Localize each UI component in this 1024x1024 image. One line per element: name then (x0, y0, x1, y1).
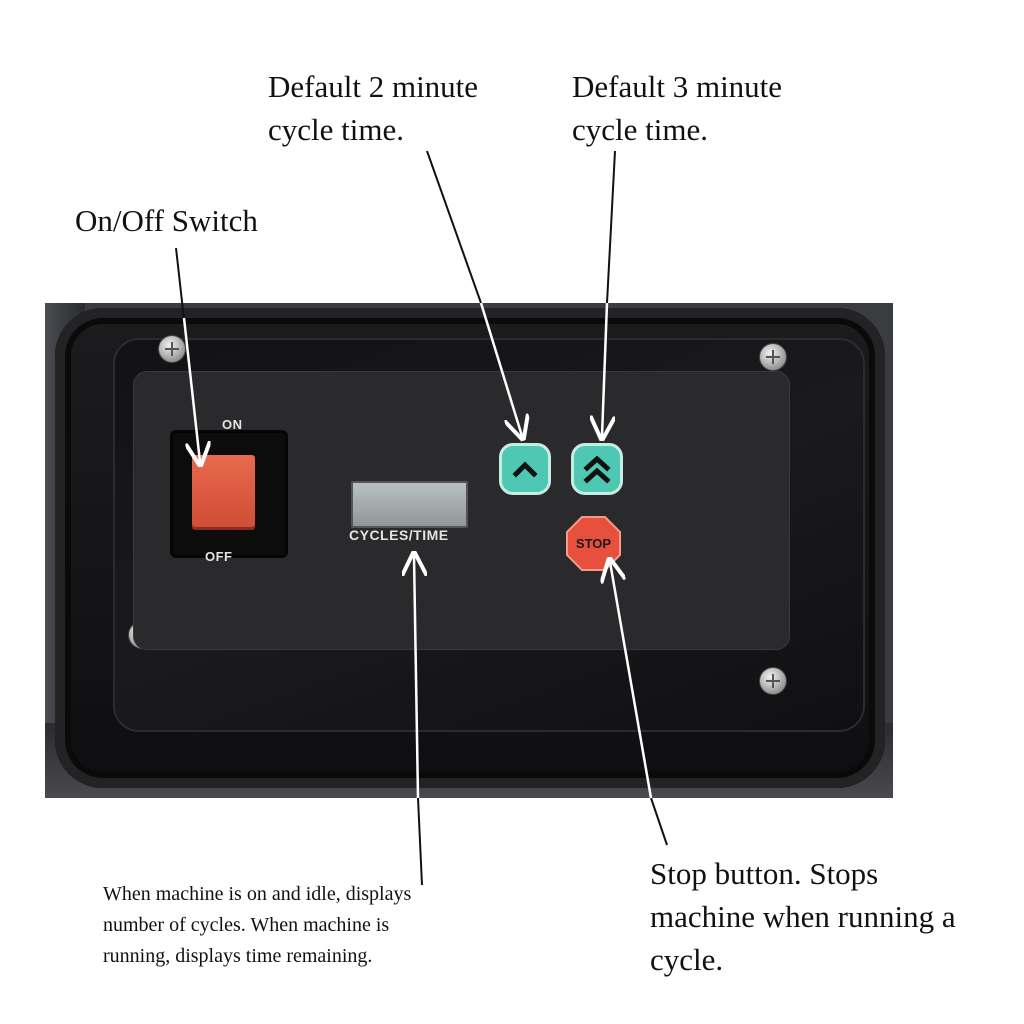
label-default-2min-line2: cycle time. (268, 112, 404, 147)
label-stop-line3: cycle. (650, 942, 724, 977)
callout-2min (426, 150, 482, 304)
callout-display-inner (414, 556, 418, 799)
label-display: When machine is on and idle, displays nu… (103, 879, 411, 972)
callout-3min-inner (602, 302, 607, 436)
label-stop-line2: machine when running a (650, 899, 956, 934)
label-default-3min-line1: Default 3 minute (572, 69, 783, 104)
default-3min-button[interactable] (571, 443, 623, 495)
callout-display (417, 797, 423, 886)
label-stop-button: Stop button. Stops machine when running … (650, 852, 956, 981)
label-on-off-switch: On/Off Switch (75, 203, 258, 238)
label-display-line3: running, displays time remaining. (103, 945, 373, 967)
label-display-line2: number of cycles. When machine is (103, 914, 390, 936)
label-default-2min: Default 2 minute cycle time. (268, 65, 478, 151)
chevron-up-icon (512, 461, 538, 478)
callout-2min-inner (479, 302, 522, 436)
callout-stop-inner (610, 562, 653, 799)
stop-label: STOP (576, 536, 611, 551)
label-default-3min: Default 3 minute cycle time. (572, 65, 782, 151)
label-stop-line1: Stop button. Stops (650, 856, 879, 891)
callout-3min (606, 150, 616, 304)
callout-on-off-inner (182, 317, 200, 462)
cycles-time-display (351, 481, 468, 528)
cycles-time-label: CYCLES/TIME (349, 527, 449, 543)
off-label: OFF (205, 549, 233, 564)
screw-icon (759, 343, 787, 371)
default-2min-button[interactable] (499, 443, 551, 495)
callout-stop (650, 797, 668, 846)
screw-icon (759, 667, 787, 695)
control-panel-photo: ON OFF CYCLES/TIME STOP (45, 303, 893, 798)
screw-icon (158, 335, 186, 363)
label-display-line1: When machine is on and idle, displays (103, 883, 412, 905)
double-chevron-up-icon (583, 455, 611, 484)
on-label: ON (222, 417, 243, 432)
label-default-2min-line1: Default 2 minute (268, 69, 479, 104)
label-default-3min-line2: cycle time. (572, 112, 708, 147)
